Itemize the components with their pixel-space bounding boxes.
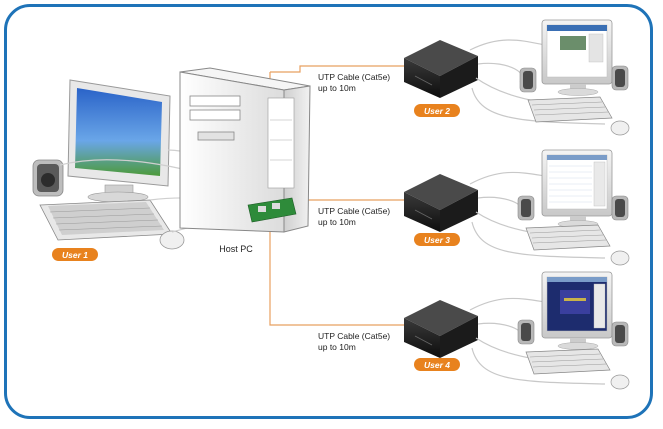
user4-station: User 4 UTP Cable (Cat5e) up to 10m [318,271,630,390]
link3-line1: UTP Cable (Cat5e) [318,331,390,341]
speaker-icon [611,321,629,347]
speaker-icon [611,195,629,221]
speaker-icon [517,319,535,345]
user3-badge: User 3 [414,233,460,246]
monitor-icon [541,19,613,96]
speaker-icon [519,67,537,93]
user1-badge-label: User 1 [62,250,88,260]
keyboard-icon [525,348,611,375]
monitor-icon [541,271,613,350]
host-pc-label: Host PC [219,244,253,254]
monitor-icon [67,79,171,203]
link2-line1: UTP Cable (Cat5e) [318,206,390,216]
user2-badge-label: User 2 [424,106,450,116]
link1-line2: up to 10m [318,83,356,93]
mouse-icon [610,374,630,390]
cable-to-user4 [269,200,410,326]
user1-station: User 1 [32,79,253,261]
user3-station: User 3 UTP Cable (Cat5e) up to 10m [318,149,630,266]
extender-box-icon [404,300,478,358]
user1-badge: User 1 [52,248,98,261]
user3-badge-label: User 3 [424,235,450,245]
monitor-icon [541,149,613,228]
speaker-icon [517,195,535,221]
user2-badge: User 2 [414,104,460,117]
link1-line1: UTP Cable (Cat5e) [318,72,390,82]
user4-badge-label: User 4 [424,360,450,370]
extender-box-icon [404,174,478,232]
mouse-icon [159,230,185,250]
speaker-icon [32,159,64,197]
keyboard-icon [525,224,611,251]
speaker-icon [611,65,629,91]
link2-line2: up to 10m [318,217,356,227]
mouse-icon [610,120,630,136]
extender-box-icon [404,40,478,98]
user4-badge: User 4 [414,358,460,371]
host-pc-tower: Host PC [179,67,311,254]
keyboard-icon [39,199,173,241]
link3-line2: up to 10m [318,342,356,352]
keyboard-icon [527,96,613,123]
user2-station: User 2 UTP Cable (Cat5e) up to 10m [318,19,630,136]
expansion-card-icon [247,197,297,223]
cable-to-user2 [270,65,410,73]
mouse-icon [610,250,630,266]
